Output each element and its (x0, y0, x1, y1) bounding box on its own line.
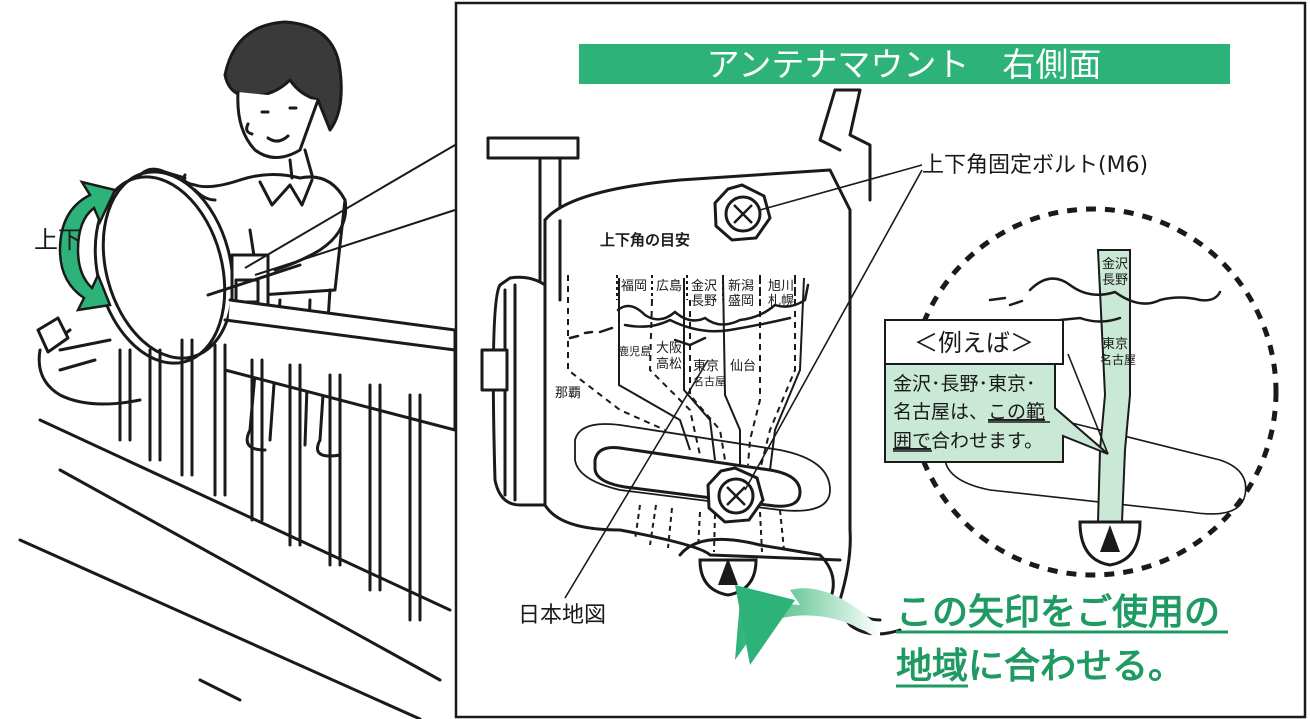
up-down-arrow-icon (58, 180, 117, 312)
city-hiroshima: 広島 (656, 279, 682, 294)
band-nagano: 長野 (1102, 273, 1128, 288)
title-banner (579, 44, 1230, 84)
city-niigata: 新潟 (728, 278, 754, 294)
example-line3: 囲で合わせます。 (893, 430, 1043, 452)
pointer-marker-icon (698, 558, 758, 597)
example-callout (884, 319, 1109, 463)
city-morioka: 盛岡 (728, 294, 754, 309)
city-takamatsu: 高松 (656, 356, 682, 372)
city-osaka: 大阪 (656, 341, 682, 356)
antenna-mount-body (480, 88, 902, 636)
instruction-line1: この矢印をご使用の (896, 592, 1220, 633)
updown-label: 上下 (34, 226, 82, 254)
map-label: 日本地図 (518, 603, 606, 628)
band-tokyo: 東京 (1102, 336, 1128, 352)
detail-panel (454, 1, 1307, 719)
example-heading: ＜例えば＞ (914, 329, 1034, 357)
bolt-label: 上下角固定ボルト(M6) (922, 153, 1148, 178)
city-fukuoka: 福岡 (621, 279, 647, 294)
zoom-beam (244, 144, 456, 276)
leader-lines (564, 164, 923, 599)
city-tokyo: 東京 (693, 358, 719, 374)
curved-arrow-icon (735, 585, 880, 665)
guide-heading: 上下角の目安 (600, 231, 690, 249)
upper-bolt-icon (713, 183, 772, 242)
band-kanazawa: 金沢 (1102, 256, 1128, 272)
city-kagoshima: 鹿児島 (618, 344, 651, 358)
city-sendai: 仙台 (730, 359, 756, 374)
example-line2: 名古屋は、この範 (893, 401, 1045, 423)
city-nagoya: 名古屋 (693, 374, 726, 388)
city-asahikawa: 旭川 (768, 279, 794, 294)
city-sapporo: 札幌 (768, 293, 794, 309)
city-nagano: 長野 (691, 294, 717, 309)
person-with-antenna-scene (18, 20, 457, 719)
instruction-line2: 地域に合わせる。 (896, 646, 1184, 687)
angle-scale (567, 275, 831, 553)
city-naha: 那覇 (555, 386, 581, 401)
city-kanazawa: 金沢 (691, 278, 717, 294)
lnb (36, 316, 70, 354)
example-line1: 金沢･長野･東京･ (893, 373, 1036, 395)
japan-map-icon (568, 283, 810, 347)
example-band-labels: 金沢 長野 東京 名古屋 (1100, 256, 1136, 367)
scale-city-labels: 福岡 広島 金沢 長野 新潟 盛岡 旭川 札幌 鹿児島 大阪 高松 東京 名古屋… (555, 278, 794, 401)
lower-bolt-icon (706, 466, 765, 524)
band-nagoya: 名古屋 (1100, 352, 1136, 367)
title-text: アンテナマウント 右側面 (707, 45, 1102, 84)
